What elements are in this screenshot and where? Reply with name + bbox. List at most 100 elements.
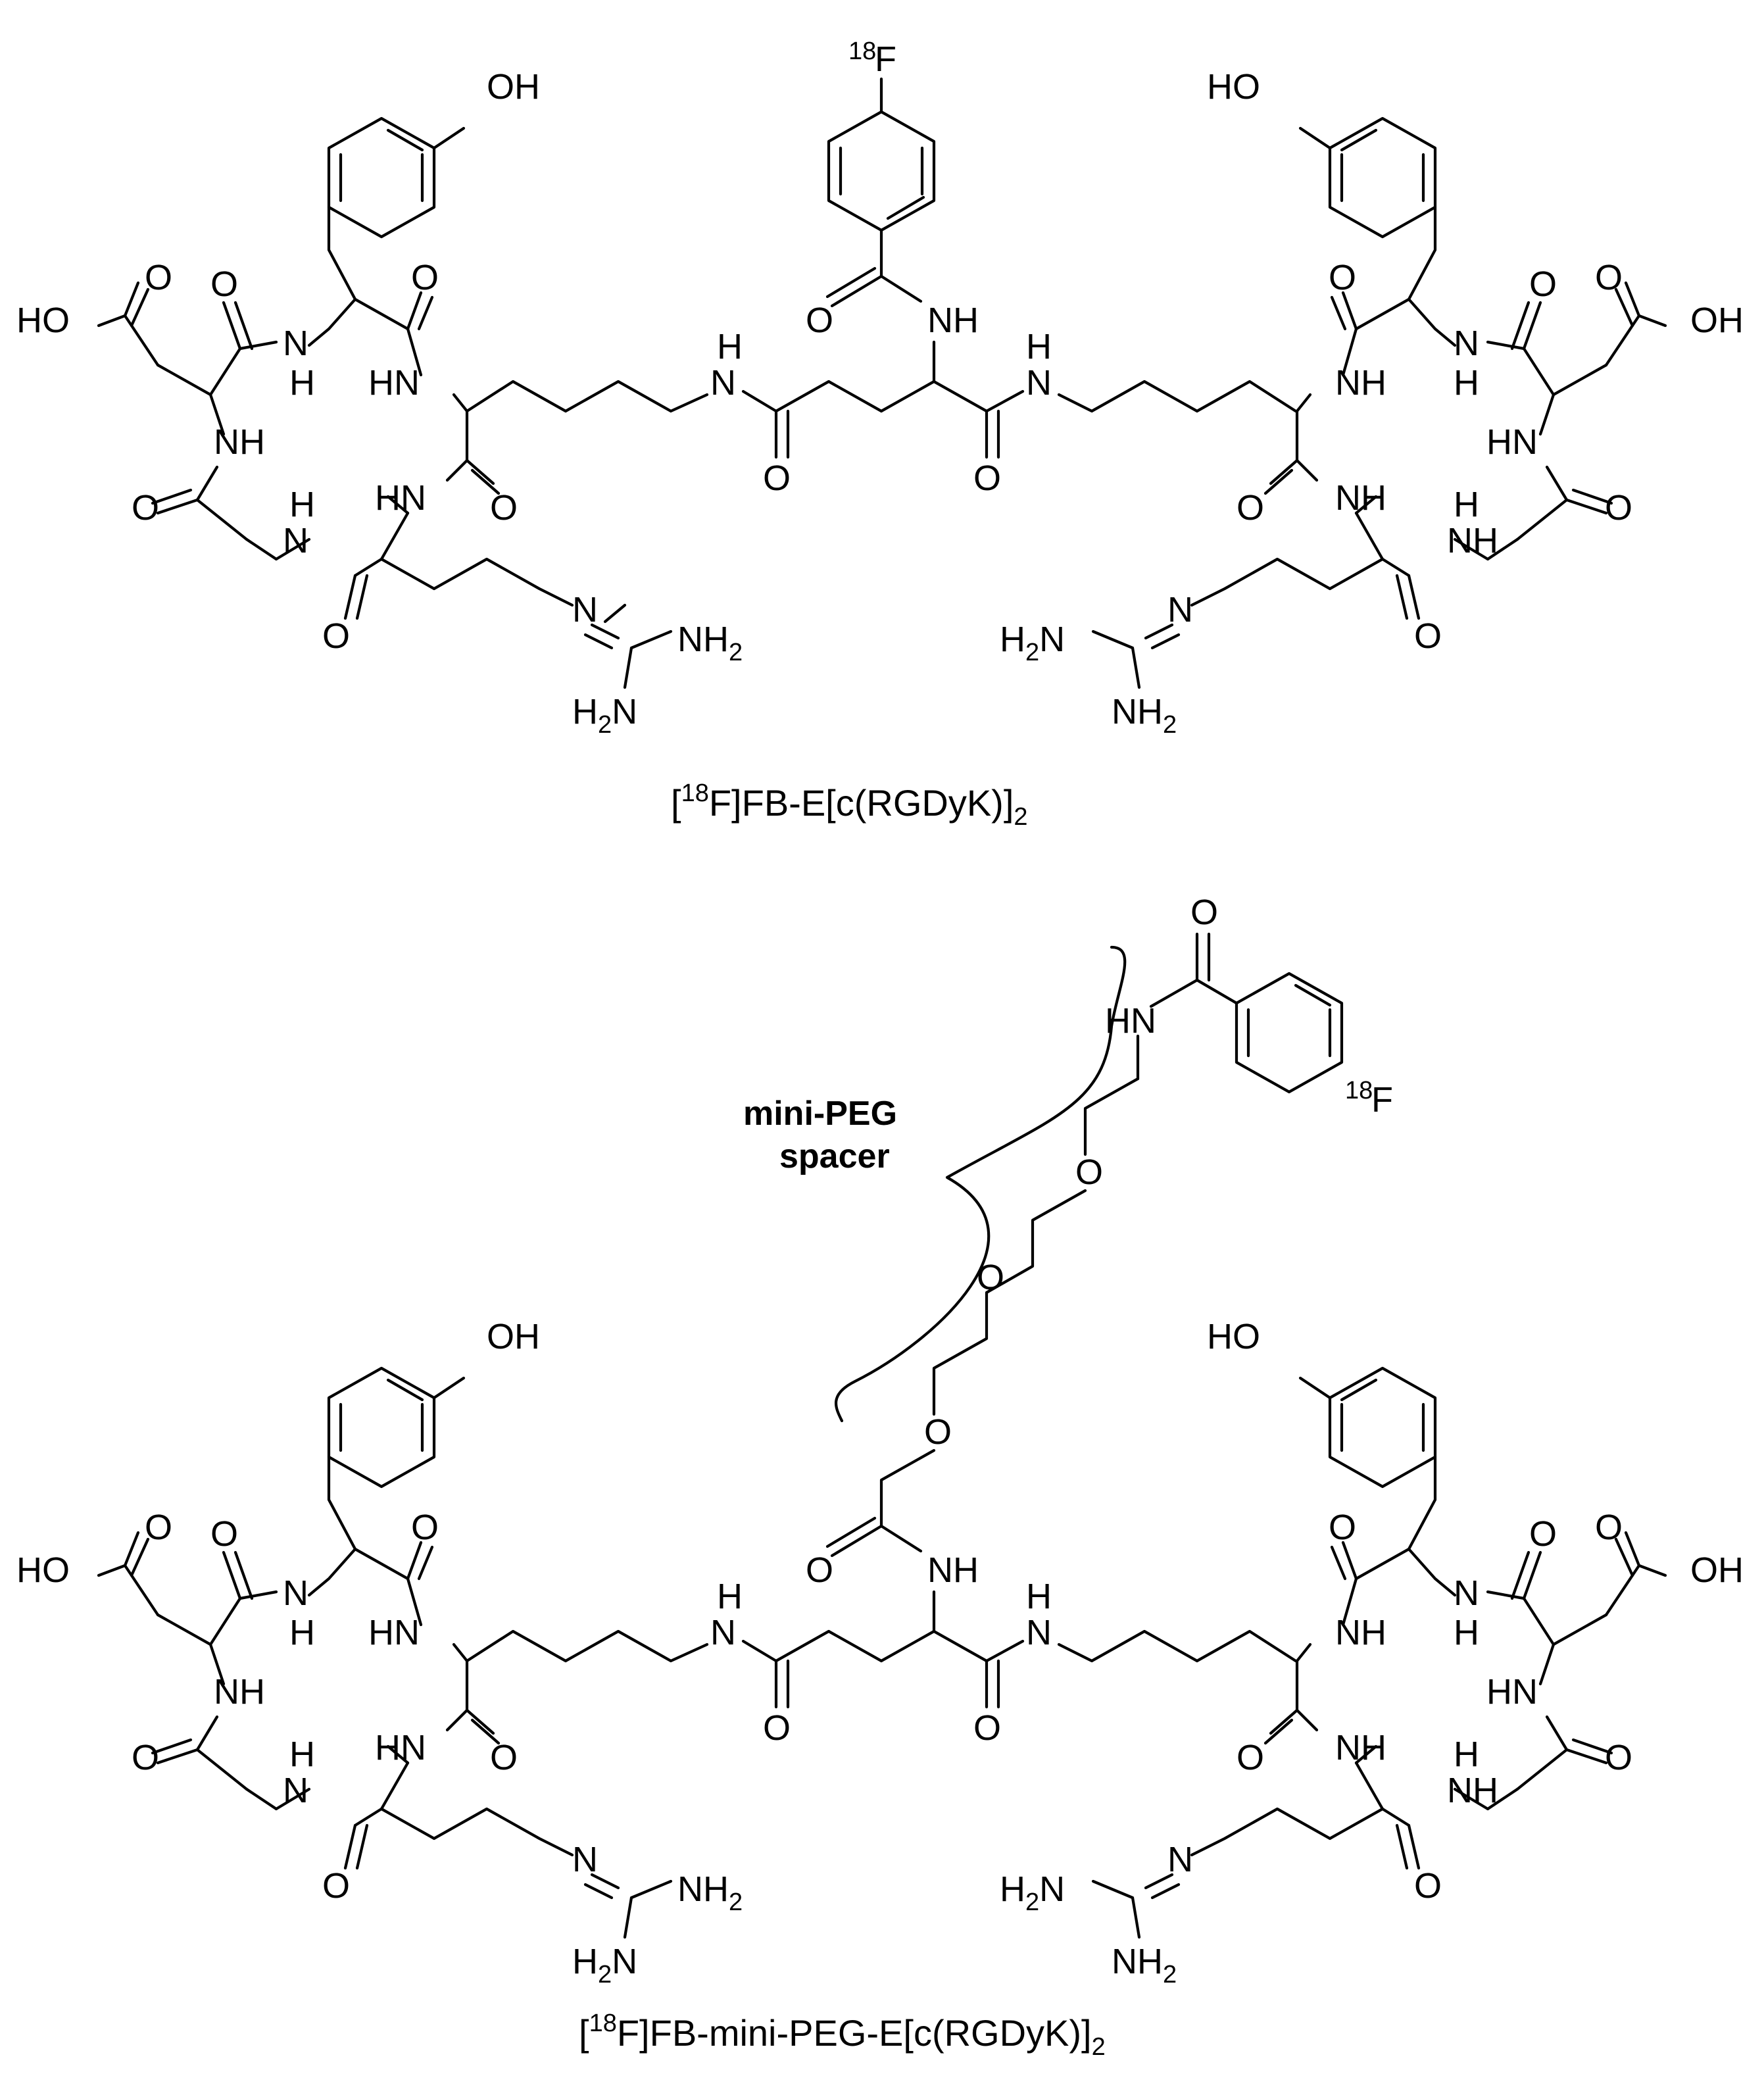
amide-nh: NH bbox=[1335, 1613, 1386, 1652]
ether-oxygen: O bbox=[977, 1258, 1004, 1297]
amide-h: H bbox=[289, 485, 315, 524]
amide-h: H bbox=[717, 327, 743, 366]
hydroxyl-ho: HO bbox=[16, 301, 70, 340]
amide-hn: HN bbox=[375, 478, 426, 518]
amine-h2n: H2N bbox=[572, 692, 637, 739]
hydroxyl-ho: HO bbox=[1207, 67, 1260, 107]
carbonyl-oxygen: O bbox=[1237, 1738, 1264, 1777]
carbonyl-oxygen: O bbox=[1605, 488, 1632, 528]
fluorine-atom: F bbox=[1371, 1080, 1393, 1120]
amide-hn: HN bbox=[1486, 422, 1538, 462]
carbonyl-oxygen: O bbox=[322, 616, 350, 656]
amide-nh: NH bbox=[927, 1550, 979, 1590]
lysine-chain-left-top bbox=[465, 380, 709, 413]
amide-h: H bbox=[1454, 363, 1479, 403]
lysine-chain-right-top bbox=[1057, 380, 1298, 413]
amine-nh2: NH2 bbox=[677, 620, 743, 666]
amine-h2n: H2N bbox=[1000, 1869, 1065, 1916]
carbonyl-oxygen: O bbox=[1529, 264, 1557, 304]
imine-n: N bbox=[572, 590, 598, 630]
hydroxyl-oh: OH bbox=[487, 1317, 540, 1356]
hydroxyl-oh: OH bbox=[1690, 301, 1744, 340]
amide-n: N bbox=[283, 1573, 308, 1613]
carbonyl-oxygen: O bbox=[806, 1550, 833, 1590]
carbonyl-oxygen: O bbox=[145, 258, 172, 297]
amide-nh: NH bbox=[214, 1672, 265, 1712]
ether-oxygen: O bbox=[1075, 1152, 1103, 1192]
structure-top: 18 F O NH O O H N H N bbox=[16, 37, 1744, 831]
lysine-chain-right-bottom bbox=[1057, 1629, 1298, 1663]
amide-n: N bbox=[710, 363, 736, 403]
structure-bottom: O HN 18 F O O O mini-PEG spacer O NH bbox=[16, 893, 1744, 2061]
carbonyl-oxygen: O bbox=[1329, 1508, 1356, 1547]
amide-h: H bbox=[289, 1735, 315, 1774]
carbonyl-oxygen: O bbox=[132, 488, 159, 528]
amide-h: H bbox=[289, 1613, 315, 1652]
hydroxyl-oh: OH bbox=[1690, 1550, 1744, 1590]
amide-nh: NH bbox=[1335, 1728, 1386, 1767]
compound-caption-bottom: [18F]FB-mini-PEG-E[c(RGDyK)]2 bbox=[579, 2010, 1106, 2061]
ether-oxygen: O bbox=[924, 1412, 952, 1452]
amide-h: H bbox=[717, 1577, 743, 1616]
carbonyl-oxygen: O bbox=[1529, 1514, 1557, 1554]
hydroxyl-ho: HO bbox=[1207, 1317, 1260, 1356]
amide-h: H bbox=[1026, 327, 1052, 366]
amide-hn: HN bbox=[368, 363, 420, 403]
hydroxyl-ho: HO bbox=[16, 1550, 70, 1590]
compound-caption-top: [18F]FB-E[c(RGDyK)]2 bbox=[671, 779, 1028, 831]
cyclic-rgd-left-bottom bbox=[97, 1366, 673, 1939]
isotope-18-label: 18 bbox=[1345, 1077, 1373, 1104]
amide-h: H bbox=[1454, 485, 1479, 524]
carbonyl-oxygen: O bbox=[1329, 258, 1356, 297]
spacer-label-line1: mini-PEG bbox=[743, 1095, 897, 1133]
spacer-brace bbox=[835, 945, 1127, 1423]
amide-hn: HN bbox=[375, 1728, 426, 1767]
imine-n: N bbox=[1167, 590, 1193, 630]
imine-n: N bbox=[1167, 1840, 1193, 1879]
carbonyl-oxygen: O bbox=[973, 1708, 1001, 1748]
glutamate-backbone-top bbox=[741, 340, 1025, 459]
carbonyl-oxygen: O bbox=[806, 301, 833, 340]
amide-nh: NH bbox=[927, 301, 979, 340]
amide-hn: HN bbox=[1486, 1672, 1538, 1712]
carbonyl-oxygen: O bbox=[210, 1514, 238, 1554]
amide-n: N bbox=[283, 521, 308, 560]
carbonyl-oxygen: O bbox=[411, 1508, 439, 1547]
amine-nh2: NH2 bbox=[1112, 692, 1177, 739]
amine-nh2: NH2 bbox=[1112, 1942, 1177, 1988]
amide-h: H bbox=[289, 363, 315, 403]
cyclic-rgd-right-top bbox=[1091, 116, 1667, 689]
fluorobenzoyl-ring-top bbox=[825, 77, 936, 308]
amide-nh: NH bbox=[1335, 363, 1386, 403]
amide-h: H bbox=[1026, 1577, 1052, 1616]
amide-hn: HN bbox=[1105, 1001, 1156, 1041]
amide-n: N bbox=[1026, 1613, 1052, 1652]
carbonyl-oxygen: O bbox=[210, 264, 238, 304]
amine-h2n: H2N bbox=[572, 1942, 637, 1988]
carbonyl-oxygen: O bbox=[763, 1708, 791, 1748]
amide-h: H bbox=[1454, 1613, 1479, 1652]
cyclic-rgd-right-bottom bbox=[1091, 1366, 1667, 1939]
carbonyl-oxygen: O bbox=[145, 1508, 172, 1547]
amide-n: N bbox=[283, 1771, 308, 1810]
amide-n: N bbox=[1454, 1573, 1479, 1613]
fluorine-atom: F bbox=[875, 39, 896, 79]
amide-n: N bbox=[1454, 324, 1479, 363]
amide-n: N bbox=[283, 324, 308, 363]
amide-n: N bbox=[710, 1613, 736, 1652]
carbonyl-oxygen: O bbox=[1595, 258, 1623, 297]
amide-nh: NH bbox=[1335, 478, 1386, 518]
carbonyl-oxygen: O bbox=[1237, 488, 1264, 528]
carbonyl-oxygen: O bbox=[1190, 893, 1218, 932]
amide-nh: NH bbox=[214, 422, 265, 462]
carbonyl-oxygen: O bbox=[322, 1866, 350, 1906]
amide-h: H bbox=[1454, 1735, 1479, 1774]
carbonyl-oxygen: O bbox=[1595, 1508, 1623, 1547]
amide-n: N bbox=[1026, 363, 1052, 403]
imine-n: N bbox=[572, 1840, 598, 1879]
cyclic-rgd-left-top bbox=[97, 116, 627, 624]
carbonyl-oxygen: O bbox=[973, 458, 1001, 498]
spacer-label-line2: spacer bbox=[779, 1137, 890, 1175]
amide-nh: NH bbox=[1447, 1771, 1498, 1810]
